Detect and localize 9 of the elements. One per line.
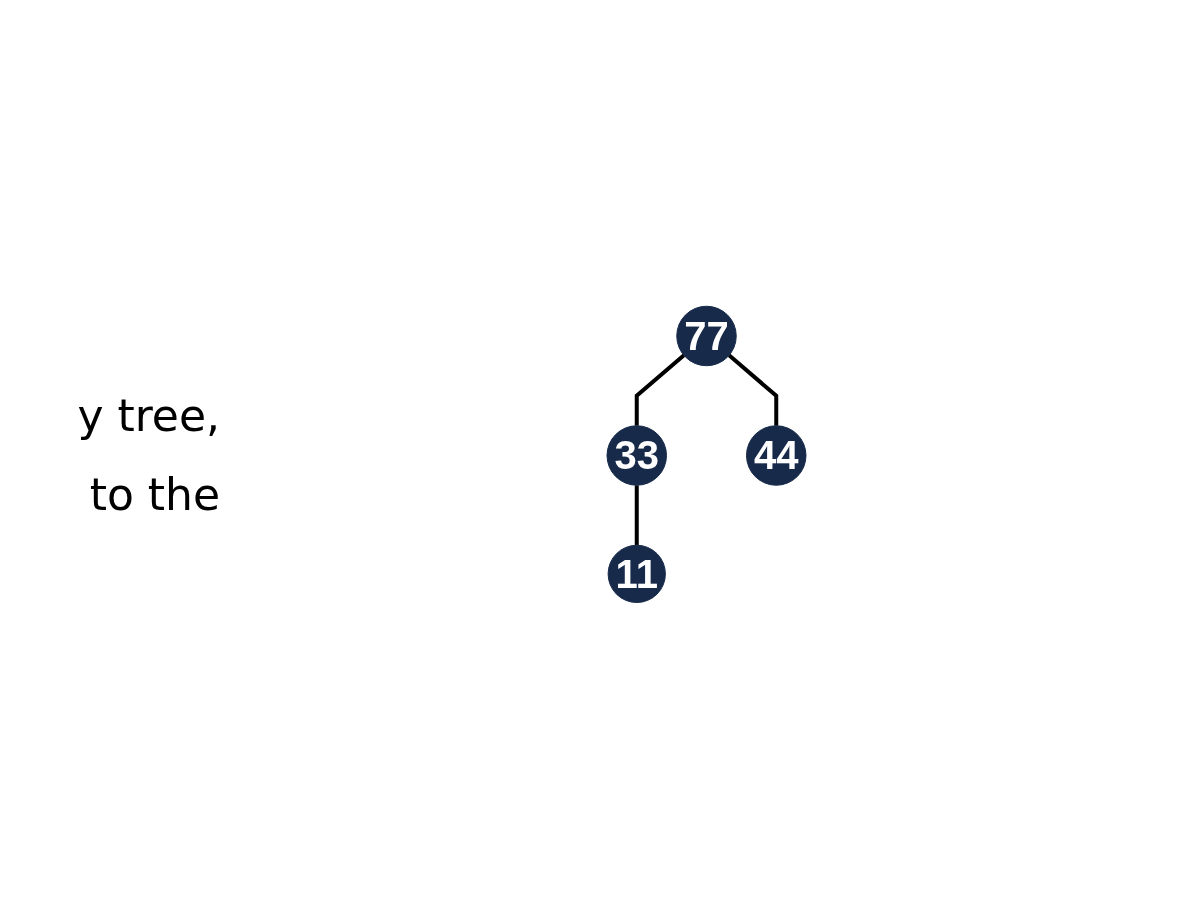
node-circle: 44: [746, 425, 807, 486]
connector: [634, 485, 639, 546]
connector: [727, 353, 779, 426]
node-circle: 33: [606, 425, 667, 486]
node-circle: 11: [607, 544, 666, 604]
node-circle: 77: [676, 305, 737, 367]
text-fragment: to the: [89, 469, 220, 520]
connector: [634, 353, 686, 426]
text-fragment: y tree,: [77, 390, 220, 441]
